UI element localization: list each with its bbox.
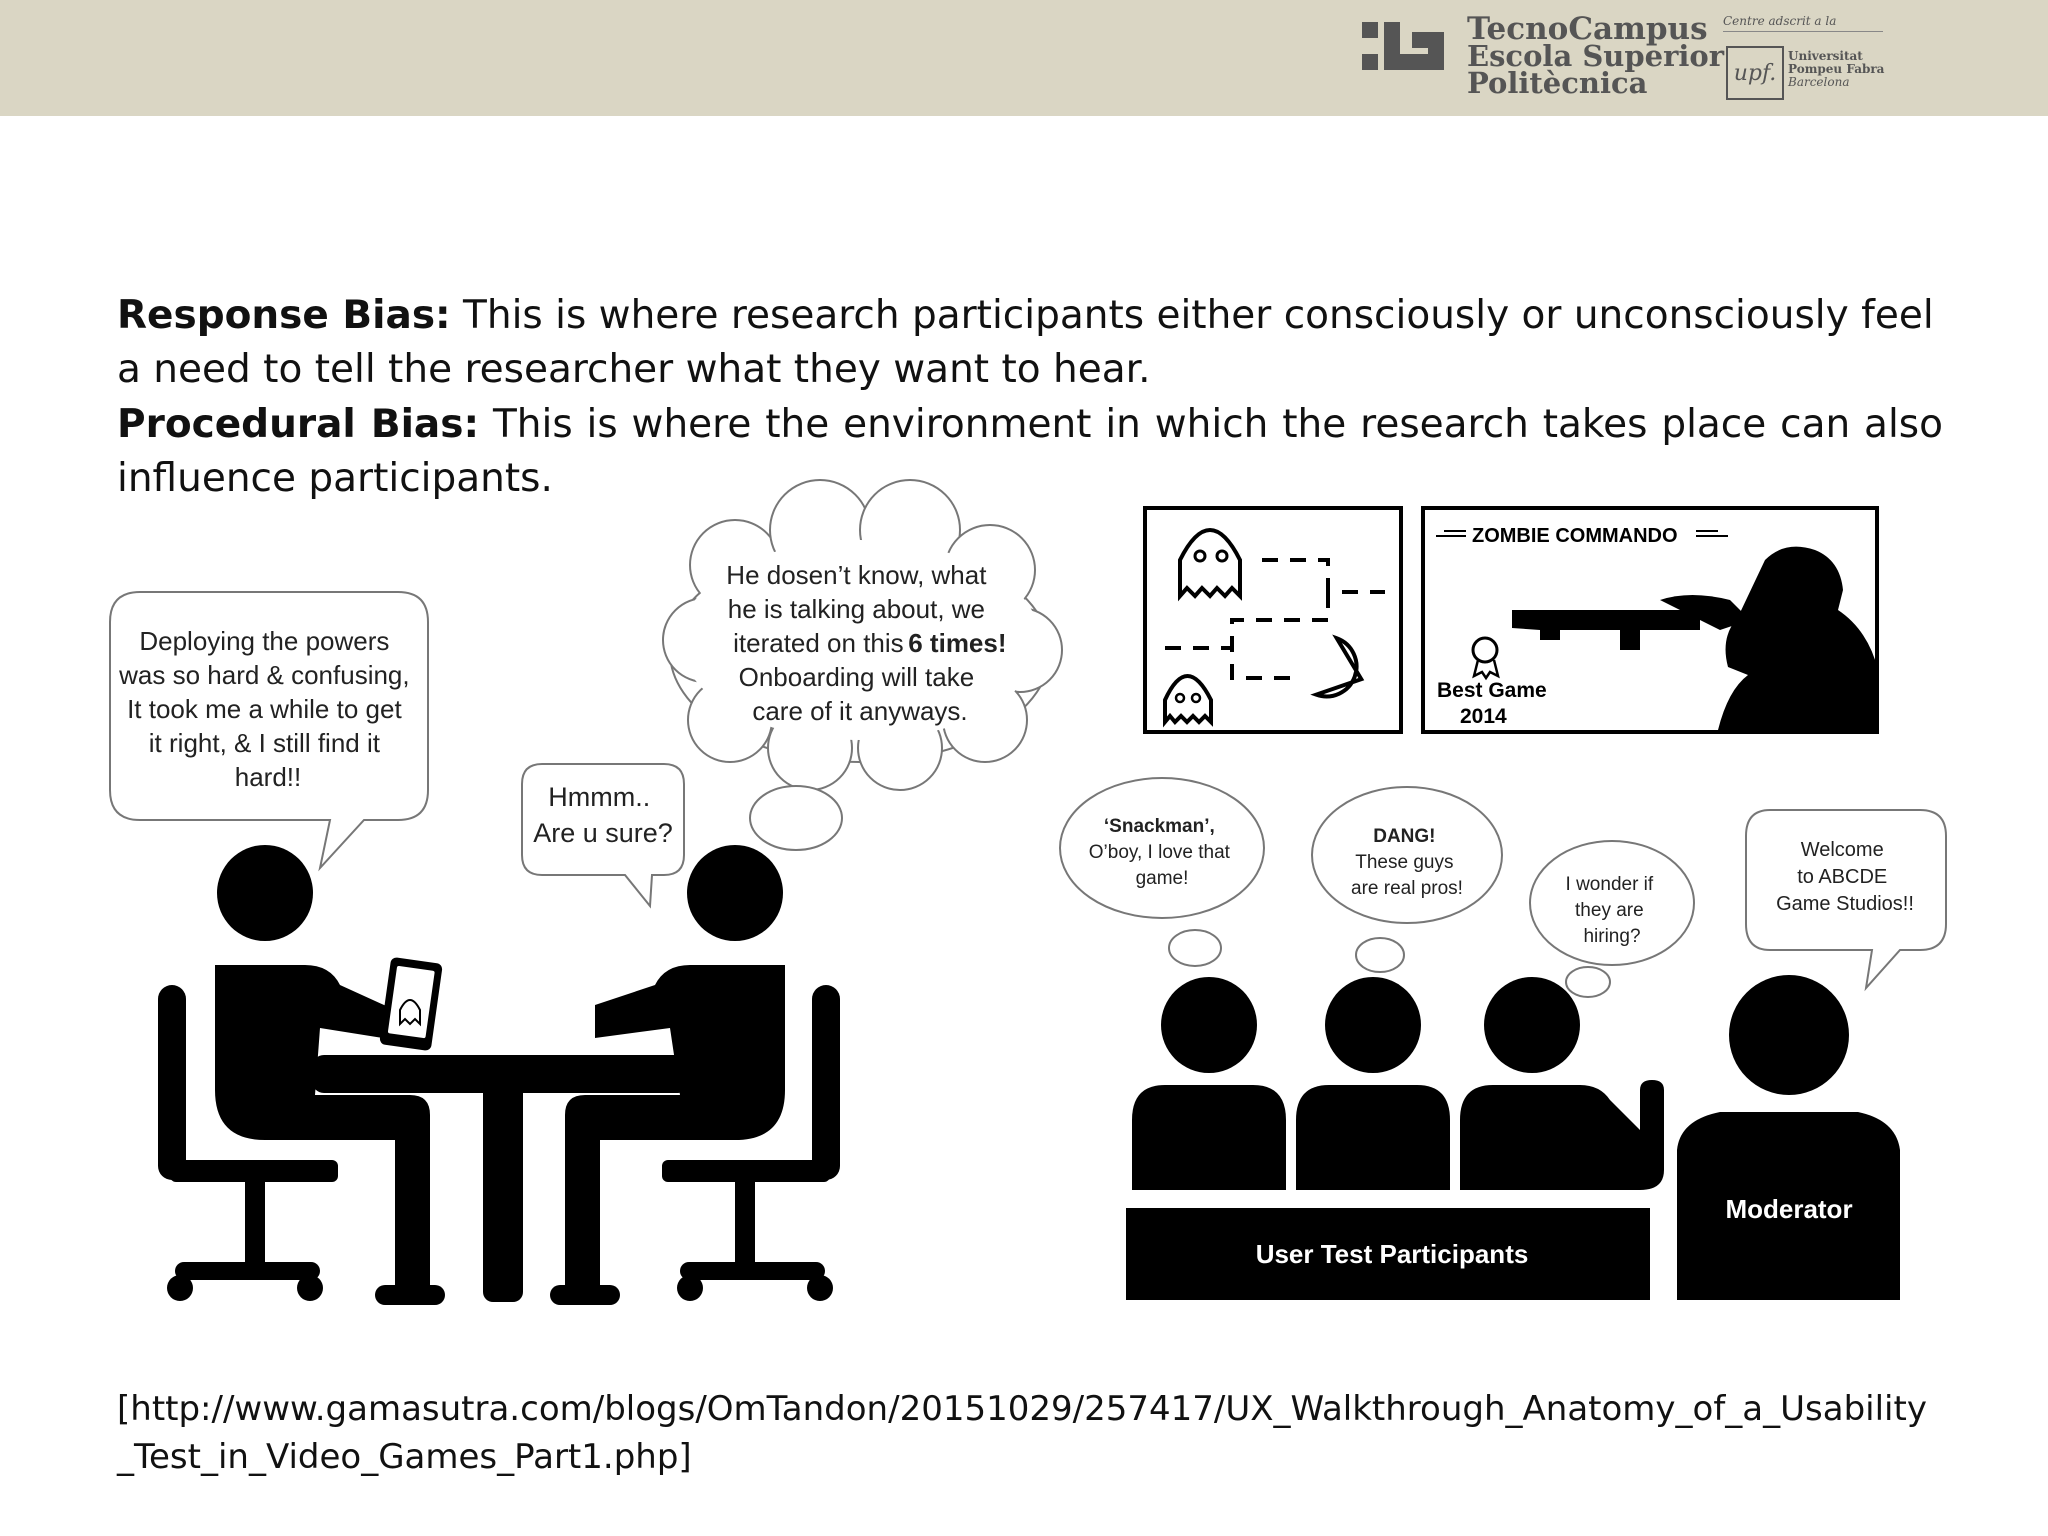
user-speech-line-5: hard!! bbox=[235, 762, 302, 792]
award-text: Best Game 2014 bbox=[1437, 679, 1553, 728]
upf-line-1: Universitat bbox=[1788, 49, 1863, 63]
tecnocampus-name: TecnoCampus Escola Superior Politècnica bbox=[1467, 11, 1725, 100]
participant-figures bbox=[1132, 977, 1664, 1190]
poster-title-wings bbox=[1436, 530, 1728, 537]
researcher-speech-line-1: Hmmm.. bbox=[548, 782, 650, 812]
award-medal-icon bbox=[1471, 636, 1500, 681]
tecnocampus-line-2: Escola Superior bbox=[1467, 39, 1725, 73]
thought-line-3: iterated on this bbox=[733, 628, 911, 658]
user-speech-line-1: Deploying the powers bbox=[139, 626, 389, 656]
user-speech-line-2: was so hard & confusing, bbox=[118, 660, 410, 690]
upf-centre-label: Centre adscrit a la bbox=[1723, 14, 1883, 32]
participant3-thought-line-1: I wonder if bbox=[1566, 874, 1654, 895]
tecnocampus-line-1: TecnoCampus bbox=[1467, 11, 1708, 47]
moderator-label: Moderator bbox=[1725, 1194, 1852, 1224]
researcher-figure bbox=[550, 845, 840, 1305]
tecnocampus-logo-icon bbox=[1362, 22, 1444, 70]
participant3-thought-text: I wonder if they are hiring? bbox=[1566, 874, 1659, 947]
procedural-bias-paragraph: Procedural Bias: This is where the envir… bbox=[117, 398, 1943, 506]
participant1-thought-text: ‘Snackman’, O’boy, I love that game! bbox=[1089, 816, 1235, 889]
thought-line-4: Onboarding will take bbox=[739, 662, 975, 692]
participant1-thought-line-1: ‘Snackman’, bbox=[1104, 816, 1215, 837]
participant1-thought-cloud bbox=[1059, 777, 1265, 967]
moderator-figure bbox=[1677, 975, 1900, 1300]
participant2-thought-line-2: These guys bbox=[1355, 852, 1453, 873]
participant3-thought-line-2: they are bbox=[1575, 900, 1644, 921]
tablet-device-icon bbox=[379, 957, 443, 1051]
ghost-small-icon bbox=[1163, 674, 1213, 728]
researcher-thought-text: He dosen’t know, what he is talking abou… bbox=[726, 560, 1013, 726]
upf-logo: upf. bbox=[1726, 46, 1784, 100]
reference-link[interactable]: [http://www.gamasutra.com/blogs/OmTandon… bbox=[117, 1385, 1957, 1481]
moderator-speech-line-2: to ABCDE bbox=[1797, 866, 1887, 888]
response-bias-paragraph: Response Bias: This is where research pa… bbox=[117, 289, 1943, 397]
participant-figure bbox=[158, 845, 445, 1305]
researcher-speech-text: Hmmm.. Are u sure? bbox=[533, 782, 673, 848]
participants-desk bbox=[1126, 1208, 1650, 1300]
thought-line-3-emphasis: 6 times! bbox=[908, 628, 1006, 658]
participant2-thought-cloud bbox=[1311, 786, 1503, 973]
upf-name: Universitat Pompeu Fabra Barcelona bbox=[1788, 50, 1884, 89]
moderator-speech-line-3: Game Studios!! bbox=[1776, 893, 1914, 915]
user-speech-bubble bbox=[109, 591, 429, 872]
response-bias-term: Response Bias: bbox=[117, 293, 451, 338]
procedural-bias-body: This is where the environment in which t… bbox=[117, 402, 1943, 501]
maze-path bbox=[1165, 558, 1385, 680]
participant1-thought-line-2: O’boy, I love that bbox=[1089, 842, 1231, 863]
participants-label: User Test Participants bbox=[1256, 1239, 1529, 1269]
participant3-thought-line-3: hiring? bbox=[1583, 926, 1640, 947]
ghost-icon bbox=[1178, 528, 1242, 602]
award-line-1: Best Game bbox=[1437, 679, 1547, 702]
participant1-thought-line-3: game! bbox=[1136, 868, 1189, 889]
user-speech-line-3: It took me a while to get bbox=[127, 694, 402, 724]
tecnocampus-line-3: Politècnica bbox=[1467, 66, 1648, 100]
participant3-thought-cloud bbox=[1529, 840, 1695, 998]
moderator-speech-line-1: Welcome bbox=[1801, 839, 1884, 861]
researcher-thought-trail bbox=[749, 785, 843, 851]
moderator-speech-text: Welcome to ABCDE Game Studios!! bbox=[1776, 839, 1914, 915]
zombie-poster-title: ZOMBIE COMMANDO bbox=[1472, 525, 1678, 547]
reference-line-2: _Test_in_Video_Games_Part1.php] bbox=[117, 1437, 692, 1477]
thought-line-2: he is talking about, we bbox=[728, 594, 985, 624]
response-bias-body: This is where research participants eith… bbox=[117, 293, 1934, 392]
participant2-thought-line-1: DANG! bbox=[1373, 826, 1435, 847]
moderator-speech-bubble bbox=[1745, 809, 1947, 992]
pacman-icon bbox=[1310, 634, 1365, 699]
researcher-speech-line-2: Are u sure? bbox=[533, 818, 673, 848]
user-speech-text: Deploying the powers was so hard & confu… bbox=[118, 626, 417, 792]
table bbox=[312, 1055, 690, 1302]
procedural-bias-term: Procedural Bias: bbox=[117, 402, 480, 447]
researcher-speech-bubble bbox=[521, 763, 685, 909]
upf-line-3: Barcelona bbox=[1788, 75, 1850, 89]
user-speech-line-4: it right, & I still find it bbox=[149, 728, 381, 758]
header-bar: TecnoCampus Escola Superior Politècnica … bbox=[0, 0, 2048, 116]
thought-line-1: He dosen’t know, what bbox=[726, 560, 987, 590]
thought-line-5: care of it anyways. bbox=[752, 696, 967, 726]
soldier-silhouette bbox=[1512, 546, 1878, 730]
participant2-thought-line-3: are real pros! bbox=[1351, 878, 1463, 899]
reference-line-1: [http://www.gamasutra.com/blogs/OmTandon… bbox=[117, 1389, 1927, 1429]
participant2-thought-text: DANG! These guys are real pros! bbox=[1351, 826, 1463, 899]
cloud-fill bbox=[680, 540, 1040, 740]
upf-line-2: Pompeu Fabra bbox=[1788, 62, 1885, 76]
award-line-2: 2014 bbox=[1460, 705, 1507, 728]
